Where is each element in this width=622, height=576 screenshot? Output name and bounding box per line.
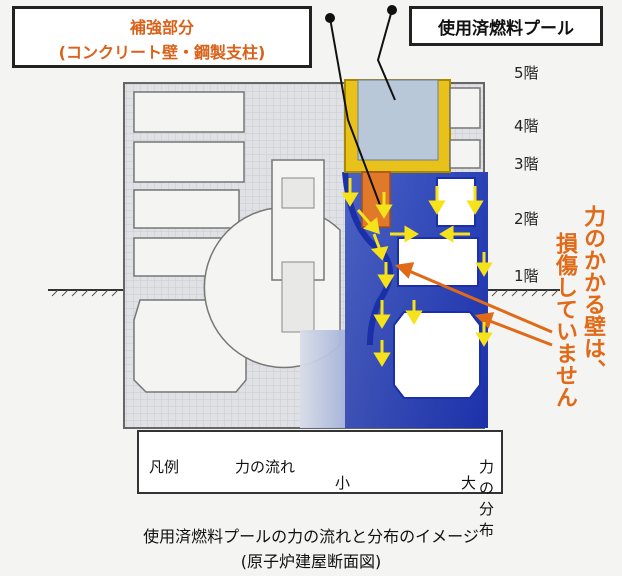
legend-label: 凡例	[149, 458, 180, 476]
caption-title: 使用済燃料プールの力の流れと分布のイメージ	[143, 527, 479, 546]
callout-reinforcement-title: 補強部分	[129, 18, 194, 37]
callout-spent-fuel-pool: 使用済燃料プール	[409, 6, 603, 46]
legend-distribution-label: 力の分布	[479, 458, 495, 539]
callout-reinforcement-detail: (コンクリート壁・鋼製支柱)	[58, 43, 266, 62]
floor-label-3: 3階	[514, 155, 539, 173]
spent-fuel-pool	[344, 79, 451, 173]
flow-arrows	[341, 178, 493, 367]
wall-note-line2: 損傷していません	[552, 232, 577, 408]
callout-reinforcement: 補強部分 (コンクリート壁・鋼製支柱)	[12, 6, 312, 68]
floor-label-4: 4階	[514, 117, 539, 135]
legend-flow-label: 力の流れ	[235, 458, 296, 476]
legend-scale-high: 大	[461, 474, 477, 492]
floor-label-2: 2階	[514, 210, 539, 228]
legend: 凡例 力の流れ 力の分布 小 大	[137, 430, 503, 539]
note-arrows	[394, 262, 553, 347]
containment-vessel	[203, 159, 341, 369]
caption-subtitle: (原子炉建屋断面図)	[240, 552, 382, 571]
wall-note-line1: 力のかかる壁は、	[580, 205, 605, 381]
leader-lines	[325, 5, 397, 206]
legend-scale-low: 小	[335, 474, 351, 492]
flow-arrow-icon	[195, 447, 227, 481]
floor-label-5: 5階	[514, 64, 539, 82]
pool-side-rooms	[393, 177, 481, 399]
floor-label-1: 1階	[514, 267, 539, 285]
load-wall	[342, 171, 393, 346]
ground-line	[48, 289, 560, 297]
